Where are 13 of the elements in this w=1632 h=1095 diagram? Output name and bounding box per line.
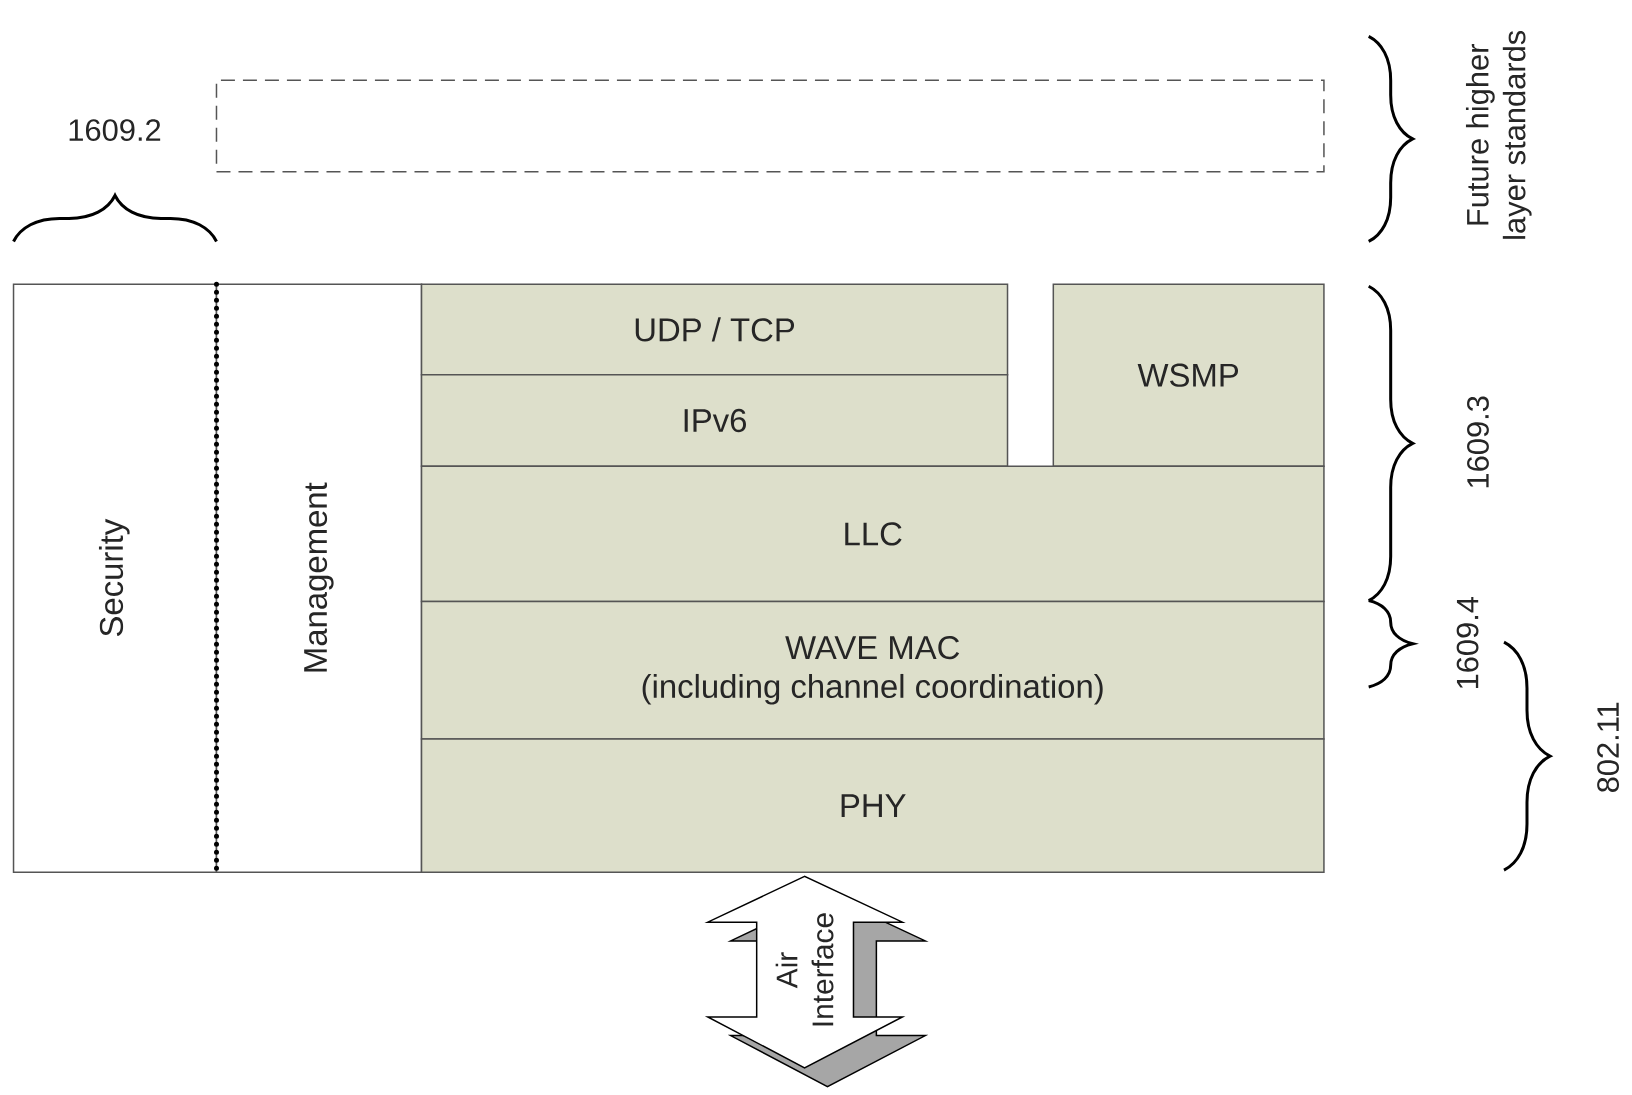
layer-box: IPv6 <box>420 373 1009 468</box>
security-box: Security <box>12 283 218 873</box>
layer-box: WAVE MAC (including channel coordination) <box>420 600 1325 740</box>
standard-label: 1609.2 <box>69 119 161 142</box>
standard-label: 1609.4 <box>1456 596 1479 689</box>
standard-label: Future higher layer standards <box>1465 30 1532 239</box>
standard-label: 802.11 <box>1597 702 1619 793</box>
placeholder-box <box>215 79 1325 173</box>
layer-box: PHY <box>420 738 1325 873</box>
standard-label: 1609.3 <box>1467 396 1489 488</box>
management-box: Management <box>215 283 423 873</box>
layer-box: WSMP <box>1052 283 1325 468</box>
layer-box: UDP / TCP <box>420 283 1009 376</box>
